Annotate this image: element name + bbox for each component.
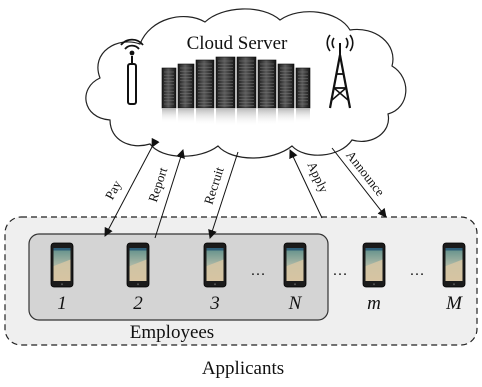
employees-group-box (28, 233, 329, 321)
phone-label: m (367, 293, 381, 314)
smartphone-icon (362, 242, 386, 288)
smartphone-icon (203, 242, 227, 288)
report-arrow (154, 149, 185, 239)
ellipsis-middle: … (333, 263, 348, 279)
pay-arrow (104, 137, 160, 237)
arrows (104, 137, 387, 239)
phone-label: N (288, 293, 303, 314)
phone-label: M (445, 293, 463, 314)
wifi-router-icon (120, 38, 144, 105)
phone-label: 1 (57, 293, 67, 314)
cell-tower-icon (326, 34, 354, 109)
smartphone-icon (283, 242, 307, 288)
ellipsis-employees: … (251, 263, 266, 279)
phone-employee: 3 (203, 242, 227, 314)
phone-applicant: M (442, 242, 466, 314)
ellipsis-right: … (410, 263, 425, 279)
recruit-arrow (208, 151, 239, 239)
server-rack (177, 63, 195, 125)
cloud-server-title: Cloud Server (187, 33, 288, 54)
server-rack (236, 56, 257, 127)
phone-employee: 1 (50, 242, 74, 314)
server-rack-icon (161, 56, 311, 127)
phone-employee: N (283, 242, 307, 314)
recruit-label: Recruit (201, 165, 227, 206)
employees-label: Employees (130, 322, 214, 343)
announce-arrow (331, 147, 387, 218)
pay-label: Pay (102, 177, 125, 202)
server-rack (195, 59, 215, 126)
phone-employee: 2 (126, 242, 150, 314)
smartphone-icon (126, 242, 150, 288)
report-label: Report (145, 165, 170, 204)
smartphone-icon (442, 242, 466, 288)
server-rack (161, 67, 177, 123)
phone-applicant: m (362, 242, 386, 314)
smartphone-icon (50, 242, 74, 288)
server-rack (295, 67, 311, 123)
apply-arrow (289, 149, 323, 219)
applicants-label: Applicants (202, 358, 284, 379)
server-rack (215, 56, 236, 127)
phone-label: 3 (209, 293, 220, 314)
server-rack (277, 63, 295, 125)
server-rack (257, 59, 277, 126)
phone-label: 2 (133, 293, 143, 314)
